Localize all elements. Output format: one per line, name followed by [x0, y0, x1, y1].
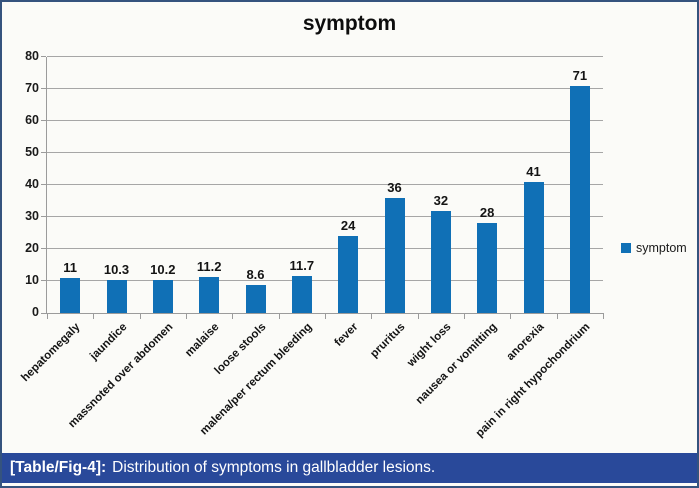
bar-value-label: 24: [340, 218, 356, 234]
y-axis-tick-label: 60: [25, 113, 39, 127]
gridline: [47, 216, 603, 217]
y-axis-tick: [41, 56, 46, 57]
y-axis-tick: [41, 216, 46, 217]
bar-massnoted-over-abdomen: [152, 280, 173, 313]
y-axis-tick-label: 30: [25, 209, 39, 223]
y-axis-tick-label: 80: [25, 49, 39, 63]
y-axis-tick-label: 20: [25, 241, 39, 255]
x-axis-tick: [140, 313, 141, 319]
bar-value-label: 11.7: [289, 257, 315, 273]
y-axis-tick: [41, 248, 46, 249]
x-axis-tick: [464, 313, 465, 319]
bar-hepatomegaly: [60, 277, 81, 313]
x-axis-tick: [557, 313, 558, 319]
x-axis-tick: [47, 313, 48, 319]
bar-value-label: 8.6: [246, 267, 265, 283]
bar-value-label: 28: [479, 205, 495, 221]
bar-value-label: 36: [387, 179, 402, 195]
x-axis-tick: [371, 313, 372, 319]
x-axis-tick: [232, 313, 233, 319]
bar-value-label: 10.2: [150, 262, 176, 278]
bar-value-label: 71: [572, 67, 588, 83]
bar-malaise: [199, 277, 220, 313]
figure-caption-bar: [Table/Fig-4]: Distribution of symptoms i…: [2, 453, 697, 483]
bar-anorexia: [523, 181, 544, 313]
y-axis-tick-label: 50: [25, 145, 39, 159]
y-axis-tick: [41, 280, 46, 281]
y-axis-tick-label: 10: [25, 273, 39, 287]
gridline: [47, 248, 603, 249]
x-axis-tick: [186, 313, 187, 319]
chart-legend: symptom: [621, 241, 687, 255]
bar-value-label: 10.3: [103, 262, 130, 278]
bar-wight-loss: [430, 210, 451, 313]
legend-color-swatch-icon: [621, 243, 631, 253]
y-axis-tick: [41, 120, 46, 121]
bar-pruritus: [384, 197, 405, 313]
bar-value-label: 32: [433, 192, 449, 208]
y-axis-tick-label: 40: [25, 177, 39, 191]
bar-jaundice: [106, 280, 127, 313]
gridline: [47, 56, 603, 57]
x-axis-tick: [279, 313, 280, 319]
x-axis-tick: [325, 313, 326, 319]
y-axis-tick-label: 70: [25, 81, 39, 95]
x-axis-tick: [603, 313, 604, 319]
gridline: [47, 184, 603, 185]
figure-caption-text: Distribution of symptoms in gallbladder …: [112, 459, 436, 476]
y-axis-tick: [41, 88, 46, 89]
bar-value-label: 11: [63, 259, 78, 275]
x-axis-tick: [510, 313, 511, 319]
figure-caption-tag: [Table/Fig-4]:: [10, 459, 107, 476]
bar-malena-per-rectum-bleeding: [291, 275, 312, 313]
y-axis-tick-label: 0: [32, 305, 39, 319]
bar-nausea-or-vomitting: [477, 223, 498, 313]
bar-value-label: 41: [526, 163, 541, 179]
gridline: [47, 88, 603, 89]
x-axis-tick: [93, 313, 94, 319]
y-axis-tick: [41, 184, 46, 185]
legend-series-label: symptom: [636, 241, 687, 255]
y-axis-tick: [41, 313, 46, 314]
bar-pain-in-right-hypochondrium: [569, 85, 590, 313]
x-axis-tick: [418, 313, 419, 319]
gridline: [47, 152, 603, 153]
bar-fever: [338, 236, 359, 313]
bar-loose-stools: [245, 285, 266, 313]
chart-title: symptom: [302, 12, 397, 35]
y-axis-tick: [41, 152, 46, 153]
bar-value-label: 11.2: [196, 259, 222, 275]
gridline: [47, 280, 603, 281]
gridline: [47, 120, 603, 121]
